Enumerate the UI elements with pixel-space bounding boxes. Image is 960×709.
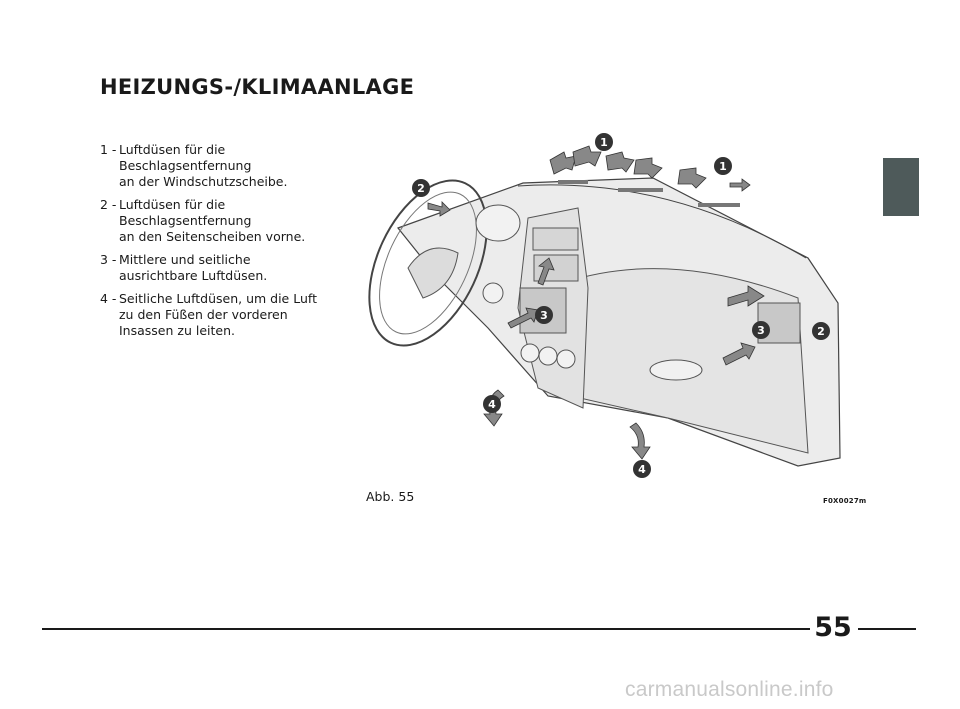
airflow-arrow: [633, 157, 663, 179]
defrost-slot: [618, 188, 663, 192]
legend-number: 4 -: [100, 291, 117, 306]
chapter-tab-marker: [883, 158, 919, 216]
legend-text: Luftdüsen für die Beschlagsentfernung an…: [119, 142, 288, 189]
airflow-arrow: [605, 151, 635, 173]
marker-label: 2: [817, 325, 825, 338]
legend-number: 3 -: [100, 252, 117, 267]
legend-text: Seitliche Luftdüsen, um die Luft zu den …: [119, 291, 317, 338]
marker-badge: 2: [812, 322, 830, 340]
marker-label: 3: [757, 324, 765, 337]
marker-badge: 3: [535, 306, 553, 324]
legend-item: 1 - Luftdüsen für die Beschlagsentfernun…: [100, 142, 340, 190]
airflow-arrow: [677, 167, 707, 189]
steering-wheel-inner: [379, 191, 477, 335]
legend-text: Luftdüsen für die Beschlagsentfernung an…: [119, 197, 306, 244]
marker-badge: 1: [714, 157, 732, 175]
airflow-arrow: [549, 151, 577, 175]
page-number: 55: [814, 612, 852, 643]
footer-rule: [858, 628, 916, 630]
footer-rule: [42, 628, 810, 630]
marker-label: 1: [719, 160, 727, 173]
legend-item: 2 - Luftdüsen für die Beschlagsentfernun…: [100, 197, 340, 245]
marker-label: 4: [638, 463, 646, 476]
marker-label: 3: [540, 309, 548, 322]
section-title: HEIZUNGS-/KLIMAANLAGE: [100, 75, 415, 99]
steering-wheel: [368, 179, 488, 347]
control-knob: [556, 349, 576, 369]
steering-hub: [407, 247, 459, 299]
marker-badge: 2: [412, 179, 430, 197]
defrost-slot: [558, 180, 588, 184]
airflow-arrow: [427, 201, 451, 217]
watermark: carmanualsonline.info: [625, 678, 834, 701]
marker-badge: 3: [752, 321, 770, 339]
glovebox-handle: [649, 359, 703, 381]
dashboard-illustration: 1 1 2 2 3 3 4 4: [368, 133, 841, 478]
figure-code: F0X0027m: [823, 497, 867, 505]
airflow-arrow: [629, 422, 651, 460]
airflow-arrow: [727, 285, 765, 307]
legend-list: 1 - Luftdüsen für die Beschlagsentfernun…: [100, 142, 340, 346]
marker-badge: 1: [595, 133, 613, 151]
marker-badge: 4: [483, 395, 501, 413]
radio-unit: [532, 227, 579, 251]
marker-label: 4: [488, 398, 496, 411]
airflow-arrow: [722, 342, 756, 366]
windshield-edge: [517, 184, 807, 259]
legend-number: 2 -: [100, 197, 117, 212]
airflow-arrow: [729, 178, 751, 192]
legend-number: 1 -: [100, 142, 117, 157]
legend-item: 4 - Seitliche Luftdüsen, um die Luft zu …: [100, 291, 340, 339]
marker-label: 1: [600, 136, 608, 149]
airflow-arrow: [537, 257, 555, 286]
legend-item: 3 - Mittlere und seitliche ausrichtbare …: [100, 252, 340, 284]
marker-label: 2: [417, 182, 425, 195]
control-knob: [520, 343, 540, 363]
airflow-arrow: [572, 145, 602, 167]
figure-caption: Abb. 55: [366, 489, 415, 504]
instrument-cluster: [475, 204, 521, 242]
control-knob: [538, 346, 558, 366]
ignition-knob: [482, 282, 504, 304]
defrost-slot: [698, 203, 740, 207]
marker-badge: 4: [633, 460, 651, 478]
legend-text: Mittlere und seitliche ausrichtbare Luft…: [119, 252, 268, 283]
